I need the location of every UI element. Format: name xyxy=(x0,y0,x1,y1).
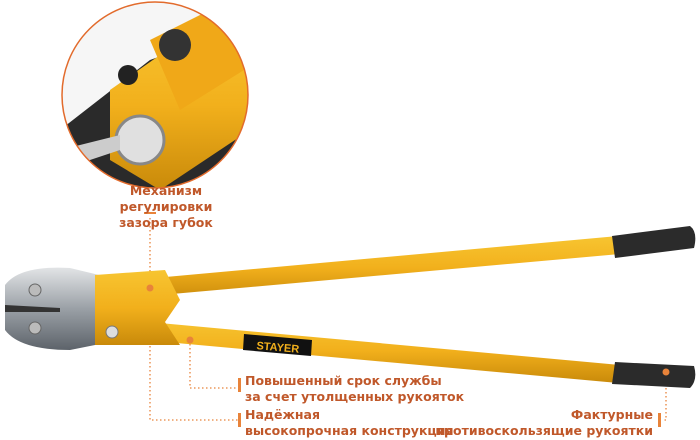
jaw-adjustment-closeup xyxy=(61,1,249,189)
upper-handle xyxy=(100,226,696,300)
stayer-logo: STAYER xyxy=(243,334,312,356)
lower-handle xyxy=(100,318,696,388)
label-line: Надёжная xyxy=(245,407,321,422)
label-marker xyxy=(238,413,241,427)
leader-lines xyxy=(149,218,667,421)
cutter-head xyxy=(5,267,194,350)
label-line: Повышенный срок службы xyxy=(245,373,442,388)
label-line: зазора губок xyxy=(119,215,213,230)
label-construction: Надёжная высокопрочная конструкция xyxy=(245,407,453,439)
label-marker xyxy=(658,413,661,427)
svg-text:STAYER: STAYER xyxy=(256,340,300,356)
label-grips: Фактурные противоскользящие рукоятки xyxy=(435,407,653,439)
label-line: Фактурные xyxy=(570,407,653,422)
label-line: противоскользящие рукоятки xyxy=(435,423,653,438)
label-marker xyxy=(238,378,241,392)
label-line: за счет утолщенных рукояток xyxy=(245,389,465,404)
label-jaw-adjustment: Механизм регулировки зазора губок xyxy=(86,183,246,231)
label-line: высокопрочная конструкция xyxy=(245,423,454,438)
label-durability: Повышенный срок службы за счет утолщенны… xyxy=(245,373,464,405)
label-line: Механизм регулировки xyxy=(119,183,213,214)
